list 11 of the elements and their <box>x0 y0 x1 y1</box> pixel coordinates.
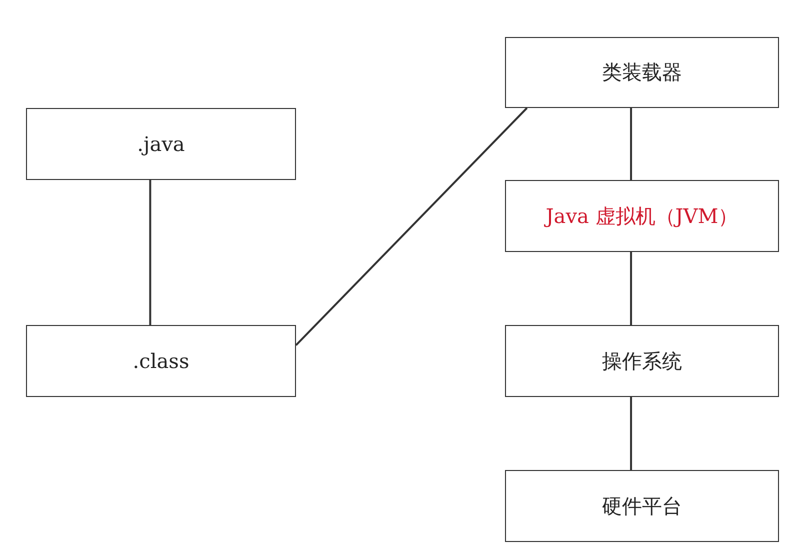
process-box: 硬件平台 <box>505 470 779 542</box>
connector-line <box>295 107 528 346</box>
connector-line <box>630 108 632 180</box>
process-box: .java <box>26 108 296 180</box>
connector-line <box>630 397 632 470</box>
connector-line <box>149 180 152 325</box>
process-box: 类装载器 <box>505 37 779 108</box>
process-box: 操作系统 <box>505 325 779 397</box>
connector-line <box>630 252 632 325</box>
process-box: .class <box>26 325 296 397</box>
process-box: Java 虚拟机（JVM） <box>505 180 779 252</box>
